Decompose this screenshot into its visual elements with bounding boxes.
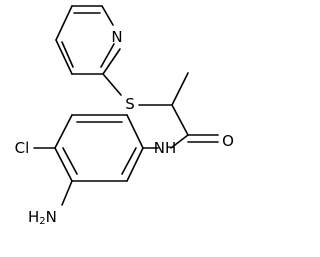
thioether-linker — [102, 72, 189, 136]
atom-label-oxygen: O — [222, 132, 234, 150]
pyridine-ring — [55, 5, 121, 75]
bond — [55, 39, 73, 75]
chemical-structure-diagram: N S O NH Cl H2N — [15, 5, 234, 227]
benzene-ring — [54, 114, 144, 182]
bond — [101, 5, 114, 26]
atom-label-amino: H2N — [28, 208, 57, 227]
bond — [171, 104, 189, 136]
bond — [54, 147, 73, 182]
amino-subscript: 2 — [39, 216, 45, 227]
bond — [170, 134, 189, 149]
amide-group — [170, 134, 219, 149]
bond — [54, 114, 73, 149]
bond — [126, 114, 144, 149]
atom-label-amide-nh: NH — [154, 139, 177, 157]
double-bond — [61, 41, 74, 68]
atom-label-sulfur: S — [125, 95, 135, 113]
atom-label-pyridine-n: N — [111, 28, 122, 46]
bond — [171, 72, 189, 106]
bond — [102, 48, 121, 75]
amino-n: N — [46, 208, 57, 226]
atom-label-chlorine: Cl — [15, 139, 30, 157]
amino-h: H — [28, 208, 39, 226]
bond — [55, 5, 73, 41]
bond — [126, 147, 144, 182]
double-bond — [62, 147, 78, 175]
double-bond — [100, 43, 115, 68]
bond — [61, 180, 73, 206]
double-bond — [121, 147, 137, 175]
bond — [102, 73, 122, 96]
